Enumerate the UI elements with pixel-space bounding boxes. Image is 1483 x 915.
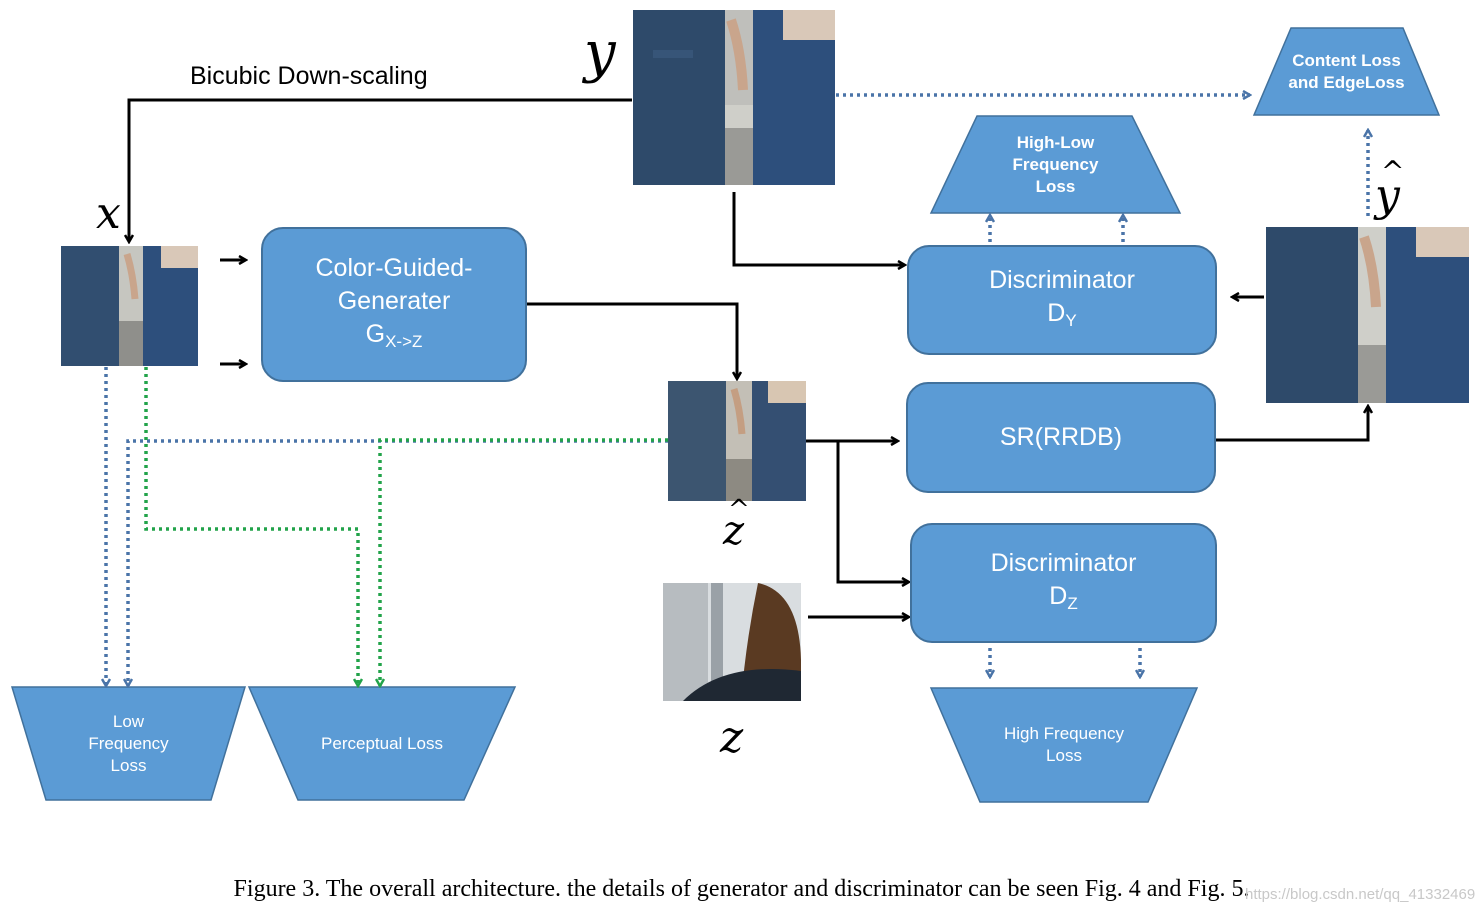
discriminator-y-symbol-subscript: Y bbox=[1065, 310, 1077, 330]
discriminator-z-symbol-subscript: Z bbox=[1067, 593, 1078, 613]
discriminator-z-block: Discriminator DZ bbox=[910, 523, 1217, 643]
image-y bbox=[633, 10, 835, 185]
low-frequency-loss-label: Low Frequency Loss bbox=[88, 711, 169, 775]
arrow-zhat-to-disc-z bbox=[836, 441, 909, 582]
arrow-zhat-to-low-freq-loss bbox=[128, 439, 668, 686]
arrow-downscale bbox=[129, 98, 632, 242]
z-hat-accent: ^ bbox=[728, 495, 750, 525]
generator-symbol-subscript: X->Z bbox=[385, 331, 423, 351]
generator-block: Color-Guided- Generater GX->Z bbox=[261, 227, 527, 382]
generator-line2: Generater bbox=[337, 286, 451, 315]
discriminator-z-symbol: DZ bbox=[1049, 580, 1077, 620]
perceptual-loss-label: Perceptual Loss bbox=[321, 733, 443, 753]
y-hat-accent: ^ bbox=[1381, 155, 1405, 188]
content-loss-shape bbox=[1252, 27, 1441, 116]
var-x: x bbox=[96, 188, 121, 239]
content-loss-label: Content Loss and EdgeLoss bbox=[1288, 50, 1405, 92]
generator-symbol-letter: G bbox=[365, 319, 386, 348]
perceptual-loss-shape bbox=[247, 686, 517, 801]
arrow-sr-to-yhat bbox=[1216, 406, 1368, 442]
arrow-x-to-perceptual-loss bbox=[144, 367, 358, 686]
arrow-generator-to-zhat bbox=[527, 302, 737, 379]
arrow-y-to-disc-y bbox=[732, 192, 905, 265]
discriminator-z-label: Discriminator bbox=[990, 548, 1137, 577]
watermark: https://blog.csdn.net/qq_41332469 bbox=[1245, 886, 1476, 903]
image-z-hat bbox=[668, 381, 806, 501]
high-low-frequency-loss-shape bbox=[929, 115, 1182, 214]
generator-line1: Color-Guided- bbox=[315, 253, 473, 282]
bicubic-downscaling-label: Bicubic Down-scaling bbox=[190, 62, 428, 90]
sr-rrdb-label: SR(RRDB) bbox=[999, 423, 1123, 451]
var-y-hat: y bbox=[1375, 170, 1400, 221]
discriminator-y-symbol-letter: D bbox=[1047, 298, 1066, 327]
high-frequency-loss-label: High Frequency Loss bbox=[1003, 724, 1124, 765]
image-y-hat bbox=[1266, 227, 1469, 403]
high-low-frequency-loss-label: High-Low Frequency Loss bbox=[1012, 132, 1099, 196]
generator-symbol: GX->Z bbox=[366, 318, 423, 358]
image-z bbox=[663, 583, 801, 701]
discriminator-y-symbol: DY bbox=[1047, 297, 1076, 337]
var-y: y bbox=[584, 20, 616, 85]
discriminator-y-block: Discriminator DY bbox=[907, 245, 1217, 355]
var-z: z bbox=[720, 712, 744, 763]
var-z-hat: z bbox=[723, 508, 745, 554]
discriminator-z-symbol-letter: D bbox=[1049, 581, 1068, 610]
high-frequency-loss-shape bbox=[929, 687, 1199, 803]
figure-caption: Figure 3. The overall architecture. the … bbox=[233, 876, 1250, 902]
low-frequency-loss-shape bbox=[10, 686, 247, 801]
discriminator-y-label: Discriminator bbox=[989, 265, 1135, 294]
arrow-zhat-to-perceptual-loss bbox=[380, 438, 668, 686]
sr-rrdb-block: SR(RRDB) bbox=[906, 382, 1216, 493]
image-x bbox=[61, 246, 198, 366]
